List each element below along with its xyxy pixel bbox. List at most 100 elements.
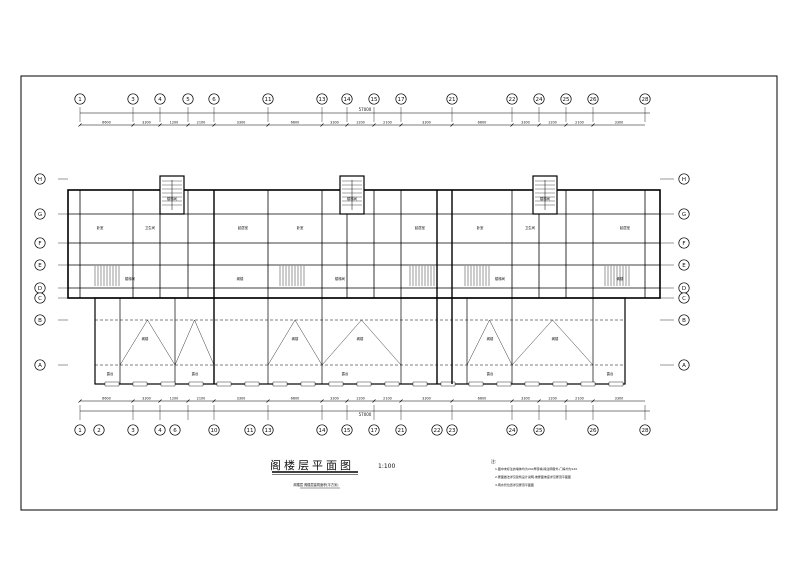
dimension-label: 3300 — [330, 397, 339, 401]
axis-bubble-bottom-26: 26 — [587, 424, 599, 436]
dimension-label: 6600 — [102, 121, 111, 125]
axis-bubble-bottom-3-label: 3 — [131, 428, 135, 434]
dimension-label: 3300 — [422, 397, 431, 401]
dimension-label: 6600 — [102, 397, 111, 401]
dimension-label: 2100 — [575, 121, 584, 125]
axis-bubble-top-1: 1 — [74, 93, 86, 105]
roof-slope-line — [466, 319, 513, 366]
axis-bubble-bottom-1-label: 1 — [78, 428, 82, 434]
axis-bubble-top-5-label: 5 — [186, 97, 190, 103]
stair-run — [94, 266, 120, 286]
axis-bubble-bottom-6: 6 — [169, 424, 181, 436]
axis-bubble-bottom-24-label: 24 — [509, 428, 516, 434]
stair-tower — [339, 175, 365, 215]
window-mark — [440, 381, 456, 387]
room-label: 露台 — [607, 371, 614, 376]
axis-bubble-bottom-28-label: 28 — [642, 428, 649, 434]
axis-bubble-top-3-label: 3 — [131, 97, 135, 103]
axis-bubble-bottom-14: 14 — [316, 424, 328, 436]
dimension-label: 2100 — [575, 397, 584, 401]
window-mark — [132, 381, 148, 387]
axis-bubble-right-H-label: H — [682, 177, 686, 183]
room-label: 阁楼 — [487, 336, 494, 341]
room-label: 楼梯间 — [495, 276, 506, 281]
total-dimension-bottom: 57000 — [80, 410, 650, 417]
axis-bubble-right-H: H — [678, 173, 690, 185]
axis-bubble-bottom-22: 22 — [431, 424, 443, 436]
axis-bubble-left-F-label: F — [38, 241, 41, 247]
axis-bubble-bottom-17-label: 17 — [371, 428, 378, 434]
axis-bubble-top-17-label: 17 — [398, 97, 405, 103]
stair-tower — [532, 175, 558, 215]
axis-bubble-top-15: 15 — [368, 93, 380, 105]
axis-bubble-top-4-label: 4 — [158, 97, 162, 103]
axis-bubble-bottom-24: 24 — [506, 424, 518, 436]
window-mark — [552, 381, 568, 387]
axis-bubble-top-22-label: 22 — [509, 97, 516, 103]
notes-heading: 注: — [491, 458, 496, 464]
axis-bubble-right-D: D — [678, 282, 690, 294]
note-1: 1.图中未标注的墙体均为240厚砖墙,除注明者外,门垛均为120 — [495, 466, 577, 471]
axis-bubble-top-17: 17 — [395, 93, 407, 105]
note-2: 2.屋面做法详见建筑设计说明,坡屋面坡度详见屋顶平面图 — [495, 474, 571, 479]
dimension-label: 3300 — [330, 121, 339, 125]
roof-slope-line — [119, 319, 176, 366]
axis-bubble-right-F-label: F — [682, 241, 685, 247]
room-label: 起居室 — [620, 225, 631, 230]
dimension-label: 3300 — [237, 121, 246, 125]
stair-run — [604, 266, 630, 286]
legend-note: 阁楼层 阁楼层建筑面积(平方米) — [294, 482, 339, 487]
axis-bubble-left-D: D — [34, 282, 46, 294]
window-mark — [104, 381, 120, 387]
axis-bubble-left-E-label: E — [38, 263, 42, 269]
axis-bubble-top-4: 4 — [154, 93, 166, 105]
axis-bubble-bottom-10-label: 10 — [211, 428, 218, 434]
axis-bubble-top-6: 6 — [208, 93, 220, 105]
room-labels: 卧室卫生间起居室卧室起居室卧室卫生间起居室楼梯间阁楼楼梯间楼梯间阁楼阁楼阁楼阁楼… — [97, 196, 631, 376]
axis-bubble-bottom-6-label: 6 — [173, 428, 177, 434]
dimension-label: 3300 — [237, 397, 246, 401]
axis-bubble-bottom-26-label: 26 — [590, 428, 597, 434]
window-mark — [468, 381, 484, 387]
window-mark — [188, 381, 204, 387]
roof-slope-line — [321, 319, 402, 366]
axis-bubble-top-11: 11 — [262, 93, 274, 105]
axis-bubble-top-28: 28 — [639, 93, 651, 105]
dimension-label: 3300 — [615, 121, 624, 125]
total-dimension-top: 57000 — [80, 107, 650, 114]
drawing-scale: 1:100 — [378, 463, 395, 470]
axis-bubble-bottom-1: 1 — [74, 424, 86, 436]
dimension-label: 6600 — [478, 397, 487, 401]
axis-bubble-bottom-2: 2 — [93, 424, 105, 436]
axis-bubble-right-A: A — [678, 359, 690, 371]
room-label: 阁楼 — [617, 276, 624, 281]
axis-bubble-bottom-10: 10 — [208, 424, 220, 436]
roof-slope-line — [511, 319, 594, 366]
axis-bubble-top-22: 22 — [506, 93, 518, 105]
axis-bubble-top-15-label: 15 — [371, 97, 378, 103]
room-label: 露台 — [487, 371, 494, 376]
dimension-label: 3300 — [142, 397, 151, 401]
dimension-label: 1200 — [548, 121, 557, 125]
axis-bubble-bottom-28: 28 — [639, 424, 651, 436]
axis-bubble-top-13: 13 — [316, 93, 328, 105]
window-mark — [216, 381, 232, 387]
dimension-label: 6600 — [291, 397, 300, 401]
dimension-label: 1200 — [170, 397, 179, 401]
axis-bubble-bottom-11: 11 — [244, 424, 256, 436]
axis-bubble-top-25-label: 25 — [563, 97, 570, 103]
axis-bubble-bottom-11-label: 11 — [247, 428, 254, 434]
room-label: 阁楼 — [142, 336, 149, 341]
room-label: 卧室 — [97, 225, 104, 230]
window-mark — [580, 381, 596, 387]
axis-bubble-top-24: 24 — [533, 93, 545, 105]
room-label: 楼梯间 — [125, 276, 136, 281]
room-label: 阁楼 — [357, 336, 364, 341]
dimension-label: 1200 — [548, 397, 557, 401]
dimension-label: 6600 — [478, 121, 487, 125]
room-label: 露台 — [192, 371, 199, 376]
